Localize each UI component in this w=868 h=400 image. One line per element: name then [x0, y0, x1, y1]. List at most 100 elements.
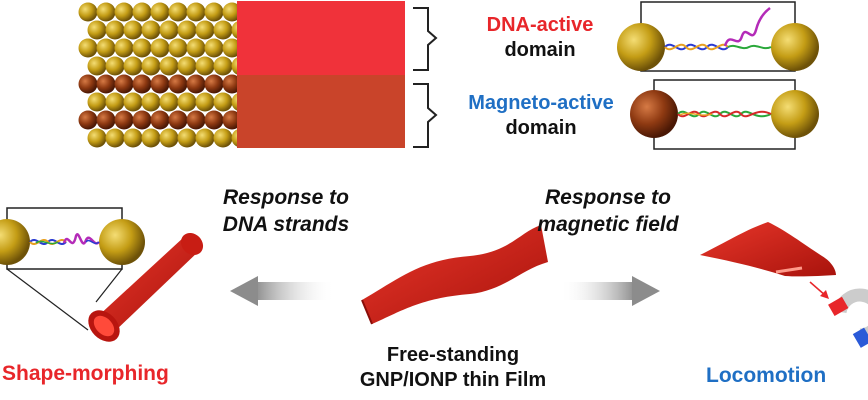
iron-oxide-nanoparticle: [114, 74, 134, 94]
gold-nanoparticle: [168, 38, 188, 58]
gold-nanoparticle: [213, 128, 233, 148]
magneto-active-block: [237, 75, 405, 148]
gold-nanoparticle: [159, 92, 179, 112]
gold-nanoparticle: [132, 2, 152, 22]
dna-strand: [85, 239, 100, 245]
gold-nanoparticle: [186, 38, 206, 58]
iron-oxide-nanoparticle: [204, 74, 224, 94]
magneto-active-subtitle: domain: [505, 117, 577, 139]
dna-strand: [727, 44, 772, 50]
magneto-active-label: Magneto-active domain: [451, 92, 631, 140]
iron-oxide-nanoparticle: [132, 74, 152, 94]
shape-morphing-label: Shape-morphing: [2, 362, 169, 385]
dna-linker-strand: [723, 7, 771, 47]
gold-nanoparticle: [105, 128, 125, 148]
gold-nanoparticle: [105, 20, 125, 40]
dna-active-title: DNA-active: [486, 14, 594, 36]
gold-nanoparticle: [114, 2, 134, 22]
gold-nanoparticle: [213, 56, 233, 76]
iron-oxide-nanoparticle: [222, 74, 242, 94]
gold-nanoparticle: [96, 38, 116, 58]
dna-strand: [29, 239, 67, 245]
gold-nanoparticle: [177, 20, 197, 40]
gold-nanoparticle: [132, 38, 152, 58]
dna-active-label: DNA-active domain: [470, 14, 610, 62]
gold-nanoparticle: [87, 56, 107, 76]
response-magnetic-line2: magnetic field: [537, 213, 679, 237]
left-arrow: [230, 276, 335, 306]
gold-nanoparticle: [204, 2, 224, 22]
dna-strand: [35, 240, 59, 245]
gold-nanoparticle: [105, 92, 125, 112]
gold-nanoparticle: [186, 2, 206, 22]
dna-active-subtitle: domain: [504, 39, 576, 61]
gold-nanoparticle: [159, 56, 179, 76]
gold-nanoparticle: [150, 2, 170, 22]
gold-nanoparticle: [87, 92, 107, 112]
flat-film-edge: [361, 299, 373, 325]
gold-nanoparticle: [195, 56, 215, 76]
iron-oxide-nanoparticle: [150, 110, 170, 130]
gold-nanoparticle: [0, 219, 30, 265]
film-label-line2: GNP/IONP thin Film: [359, 369, 547, 391]
gold-nanoparticle: [195, 92, 215, 112]
gold-nanoparticle: [141, 56, 161, 76]
gold-nanoparticle: [177, 92, 197, 112]
gold-nanoparticle: [141, 20, 161, 40]
iron-oxide-nanoparticle: [78, 74, 98, 94]
gold-nanoparticle: [771, 90, 819, 138]
gold-nanoparticle: [222, 2, 242, 22]
iron-oxide-nanoparticle: [96, 110, 116, 130]
right-arrow: [560, 276, 660, 306]
gold-nanoparticle: [213, 92, 233, 112]
gold-nanoparticle: [123, 20, 143, 40]
locomotion-label: Locomotion: [706, 364, 827, 387]
iron-oxide-nanoparticle: [150, 74, 170, 94]
response-magnetic-line1: Response to: [544, 186, 672, 209]
dna-strand: [664, 43, 729, 51]
gold-nanoparticle: [213, 20, 233, 40]
flat-film: [362, 225, 548, 324]
gold-nanoparticle: [114, 38, 134, 58]
dna-domain-brace: [413, 7, 438, 71]
film-label-line1: Free-standing: [386, 344, 520, 366]
gold-nanoparticle: [141, 128, 161, 148]
iron-oxide-nanoparticle: [78, 110, 98, 130]
gold-nanoparticle: [204, 38, 224, 58]
iron-oxide-nanoparticle: [204, 110, 224, 130]
iron-oxide-nanoparticle: [186, 110, 206, 130]
gold-nanoparticle: [771, 23, 819, 71]
gold-nanoparticle: [96, 2, 116, 22]
gold-nanoparticle: [123, 128, 143, 148]
gold-nanoparticle: [141, 92, 161, 112]
response-magnetic-label: Response to magnetic field: [508, 186, 708, 237]
gold-nanoparticle: [123, 92, 143, 112]
gold-nanoparticle: [78, 2, 98, 22]
film-contact-highlight: [775, 266, 803, 274]
dna-strand: [679, 112, 713, 116]
locomotion-film: [700, 222, 836, 277]
gold-nanoparticle: [195, 20, 215, 40]
gold-nanoparticle: [195, 128, 215, 148]
inset-pointer-line: [6, 268, 89, 331]
arrow-head: [820, 290, 829, 299]
dna-linker-strand: [62, 233, 100, 245]
gold-nanoparticle: [150, 38, 170, 58]
magneto-active-inset: [630, 79, 819, 150]
iron-oxide-nanoparticle: [132, 110, 152, 130]
gold-nanoparticle: [617, 23, 665, 71]
gold-nanoparticle: [222, 38, 242, 58]
gold-nanoparticle: [177, 56, 197, 76]
gold-nanoparticle: [168, 2, 188, 22]
gold-nanoparticle: [177, 128, 197, 148]
dna-active-inset: [617, 1, 819, 72]
iron-oxide-nanoparticle: [96, 74, 116, 94]
nanoparticle-stack: [78, 2, 251, 148]
gold-nanoparticle: [159, 20, 179, 40]
gold-nanoparticle: [159, 128, 179, 148]
gold-nanoparticle: [99, 219, 145, 265]
gold-nanoparticle: [78, 38, 98, 58]
iron-oxide-nanoparticle: [168, 110, 188, 130]
dna-strand: [677, 110, 772, 118]
